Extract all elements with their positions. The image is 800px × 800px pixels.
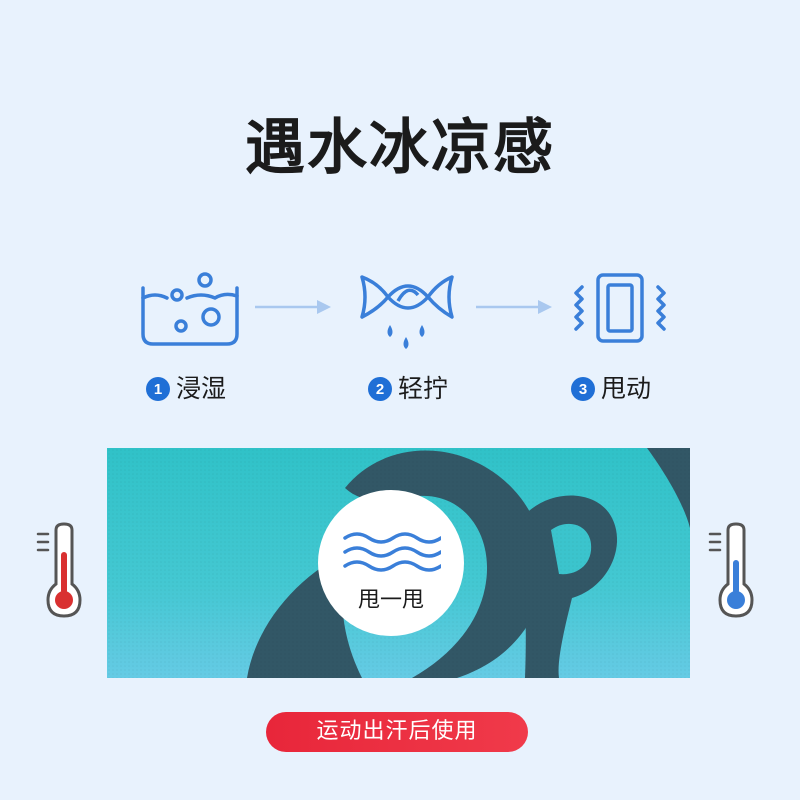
basin-water-icon	[141, 272, 239, 346]
step-text: 甩动	[601, 374, 652, 403]
step-number-badge: 2	[368, 377, 392, 401]
arrow-right-icon	[255, 300, 331, 314]
thermometer-hot-icon	[36, 522, 82, 618]
step-1-label: 1 浸湿	[146, 372, 226, 406]
step-number-badge: 1	[146, 377, 170, 401]
shake-towel-icon	[574, 273, 666, 343]
step-3-label: 3 甩动	[571, 372, 651, 406]
step-text: 轻拧	[398, 374, 449, 403]
step-2-label: 2 轻拧	[368, 372, 448, 406]
shake-badge: 甩一甩	[318, 490, 464, 636]
badge-label: 甩一甩	[357, 588, 424, 613]
arrow-right-icon	[476, 300, 552, 314]
waves-icon	[343, 532, 441, 572]
wring-towel-icon	[360, 275, 454, 349]
thermometer-cold-icon	[708, 522, 754, 618]
usage-tip-pill: 运动出汗后使用	[266, 712, 528, 752]
step-text: 浸湿	[176, 374, 227, 403]
step-number-badge: 3	[571, 377, 595, 401]
page-title: 遇水冰凉感	[245, 113, 555, 183]
